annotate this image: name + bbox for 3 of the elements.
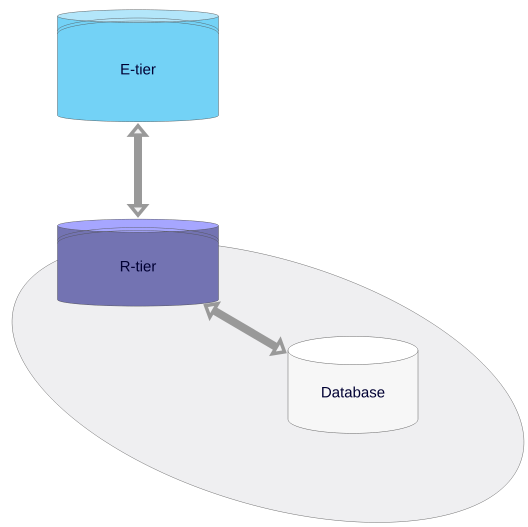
cylinder: R-tier: [57, 218, 219, 306]
cylinder: E-tier: [57, 10, 219, 122]
cylinder: Database: [288, 336, 418, 434]
